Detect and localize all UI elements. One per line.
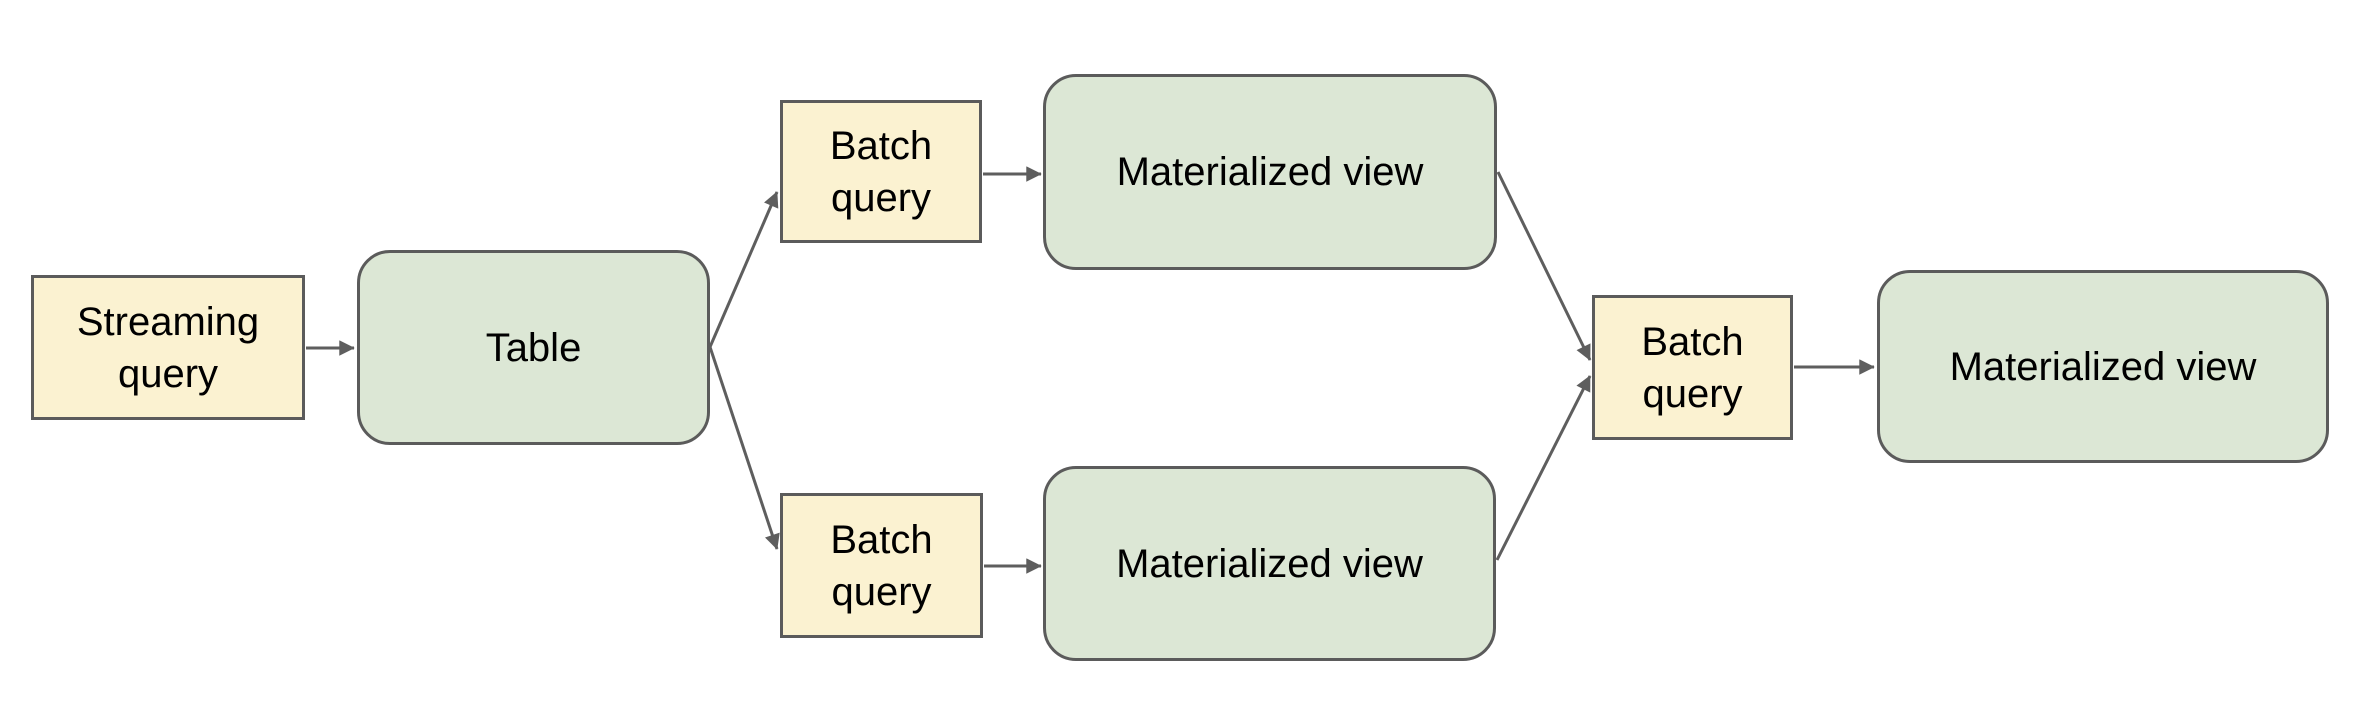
node-label-batch-query-top: Batch query (829, 123, 933, 220)
node-label-materialized-view-top: Materialized view (1116, 150, 1424, 194)
node-materialized-view-top: Materialized view (1043, 74, 1497, 270)
edge-table-to-batch-query-top (708, 191, 779, 348)
node-label-materialized-view-final: Materialized view (1949, 344, 2257, 389)
edge-table-to-batch-query-bottom (708, 346, 780, 550)
edge-mv-bottom-to-batch-query-final (1495, 375, 1592, 561)
node-table: Table (357, 250, 710, 445)
node-batch-query-final: Batch query (1592, 295, 1793, 440)
edge-mv-top-to-batch-query-final (1496, 171, 1592, 361)
node-label-streaming-query: Streaming query (76, 299, 260, 396)
node-batch-query-top: Batch query (780, 100, 982, 243)
node-materialized-view-bottom: Materialized view (1043, 466, 1496, 661)
node-label-batch-query-final: Batch query (1641, 319, 1744, 416)
node-label-batch-query-bottom: Batch query (830, 517, 933, 614)
node-label-materialized-view-bottom: Materialized view (1116, 541, 1423, 586)
node-label-table: Table (485, 325, 582, 370)
node-batch-query-bottom: Batch query (780, 493, 983, 638)
node-streaming-query: Streaming query (31, 275, 305, 420)
node-materialized-view-final: Materialized view (1877, 270, 2329, 463)
